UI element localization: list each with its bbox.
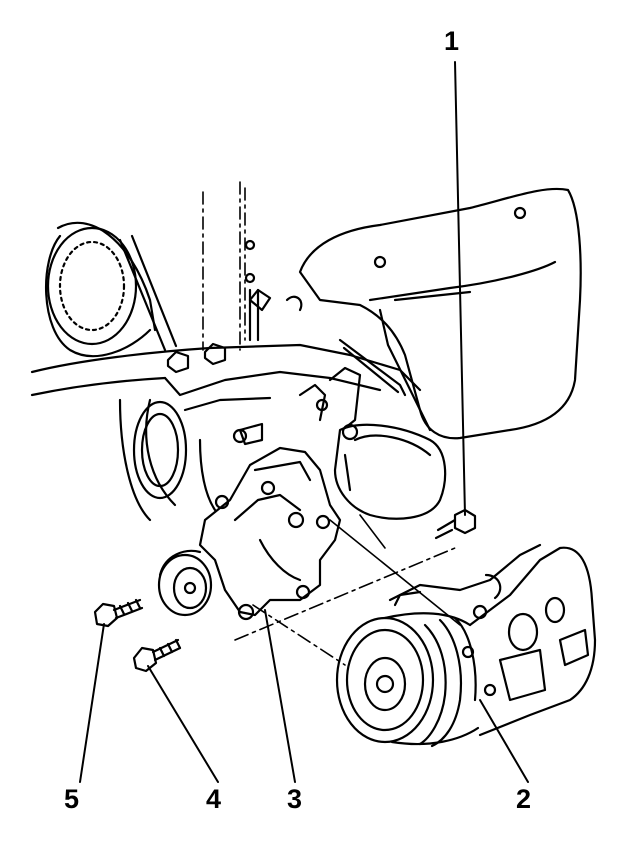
heat-shield (298, 187, 582, 440)
bolt-4 (132, 638, 182, 673)
crankshaft-pulley (45, 221, 157, 358)
upper-brackets (298, 338, 407, 441)
phantom-lines (202, 181, 246, 351)
engine-block (30, 239, 422, 522)
bolt-5 (93, 598, 144, 628)
callout-3: 3 (287, 784, 303, 814)
callout-1: 1 (444, 26, 460, 56)
callout-5: 5 (64, 784, 80, 814)
drive-belt (118, 234, 178, 352)
callout-2: 2 (516, 784, 532, 814)
ac-compressor (335, 543, 597, 748)
oil-filter (333, 423, 447, 520)
callout-4: 4 (206, 784, 222, 814)
alignment-lines (234, 514, 461, 666)
compressor-mounting-bracket (198, 422, 342, 621)
engine-top-bolts (166, 342, 227, 374)
idler-pulley (157, 549, 213, 617)
leader-lines (79, 61, 529, 783)
bolt-1 (434, 508, 477, 540)
